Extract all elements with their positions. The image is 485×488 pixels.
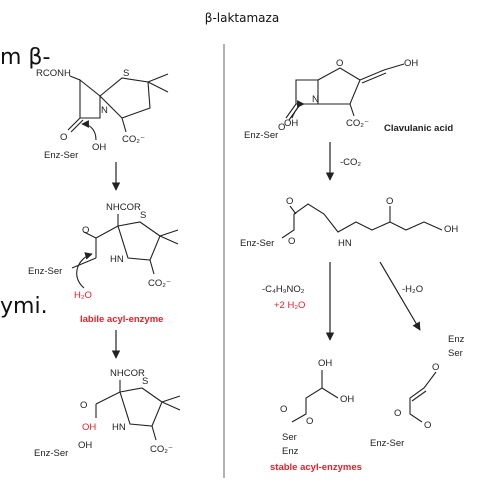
carbonyl-oxygen: O [82,225,89,236]
serine-hydroxyl: OH [284,118,298,129]
hydroxyl-label-1: OH [318,358,332,369]
carbonyl-oxygen: O [394,408,401,419]
labile-acyl-enzyme-caption: labile acyl-enzyme [80,314,163,325]
nitrogen-label: N [312,94,319,105]
carboxylic-hydroxyl: OH [82,422,96,433]
enzyme-label: Enz-Ser [44,150,78,161]
ester-oxygen: O [306,416,313,427]
carbonyl-oxygen: O [80,400,87,411]
clavulanic-acid-caption: Clavulanic acid [384,123,453,134]
sulfur-label: S [123,68,129,79]
ester-oxygen: O [424,420,431,431]
enzyme-label: Enz [448,334,465,345]
carboxylate-label: CO₂⁻ [122,134,145,145]
penicillin-structure: RCONH O S N CO₂⁻ Enz-Ser OH [36,68,169,161]
enzyme-label: Enz [282,446,299,457]
enzyme-label: Enz-Ser [34,448,68,459]
ester-oxygen: O [288,236,295,247]
stable-acyl-enzymes-caption: stable acyl-enzymes [270,462,362,473]
serine-label: Ser [282,432,297,443]
carbonyl-oxygen: O [60,132,67,143]
nitrogen-label: N [101,105,108,116]
acyl-enzyme-intermediate: NHCOR O Enz-Ser S HN CO₂⁻ H₂O labile acy… [28,202,179,325]
clavulanic-acid-structure: O N OH O CO₂⁻ Enz-Ser OH Clavulanic acid [244,58,453,141]
hydroxyl-label: OH [444,224,458,235]
acyl-label: RCONH [36,68,71,79]
serine-label: Ser [448,348,463,359]
enzyme-label: Enz-Ser [28,266,62,277]
carboxylate-label: CO₂⁻ [150,444,173,455]
hydroxyl-label: OH [78,440,92,451]
dehydration-label: -H₂O [402,284,423,295]
decarboxylation-label: -CO₂ [340,157,361,168]
ether-oxygen: O [432,362,439,373]
elimination-label: -C₄H₉NO₂ [262,284,305,295]
enzyme-serine-label: Enz-Ser [370,438,404,449]
slide-text-fragment-top: m β- [0,45,50,70]
acyl-label: NHCOR [110,368,145,379]
enzyme-label: Enz-Ser [244,130,278,141]
enol-acyl-enzyme: Enz Ser O O O Enz-Ser [370,334,465,449]
ester-carbonyl-oxygen: O [286,196,293,207]
amine-label: HN [112,422,126,433]
sulfur-label: S [140,210,146,221]
ring-oxygen: O [336,58,343,69]
diol-acyl-enzyme: OH OH O O Ser Enz [280,358,354,457]
hydroxyl-label: OH [92,142,106,153]
acyl-label: NHCOR [106,202,141,213]
open-chain-acyl-enzyme: Enz-Ser O O HN O OH [240,196,458,249]
carboxylate-label: CO₂⁻ [148,278,171,289]
amine-label: HN [110,254,124,265]
carboxylate-label: CO₂⁻ [346,118,369,129]
carbonyl-oxygen: O [280,404,287,415]
water-addition-label: +2 H₂O [274,300,305,311]
slide-text-fragment-bottom: ymi. [0,294,48,319]
hydrolyzed-product: NHCOR O OH S HN CO₂⁻ Enz-Ser OH [34,368,181,459]
hydroxyl-label: OH [404,58,418,69]
page-title: β-laktamaza [205,11,279,25]
water-label: H₂O [74,290,92,301]
amine-label: HN [338,238,352,249]
ketone-oxygen: O [386,196,393,207]
hydroxyl-label-2: OH [340,394,354,405]
sulfur-label: S [142,376,148,387]
enzyme-label: Enz-Ser [240,238,274,249]
carbonyl-oxygen: O [278,122,285,133]
